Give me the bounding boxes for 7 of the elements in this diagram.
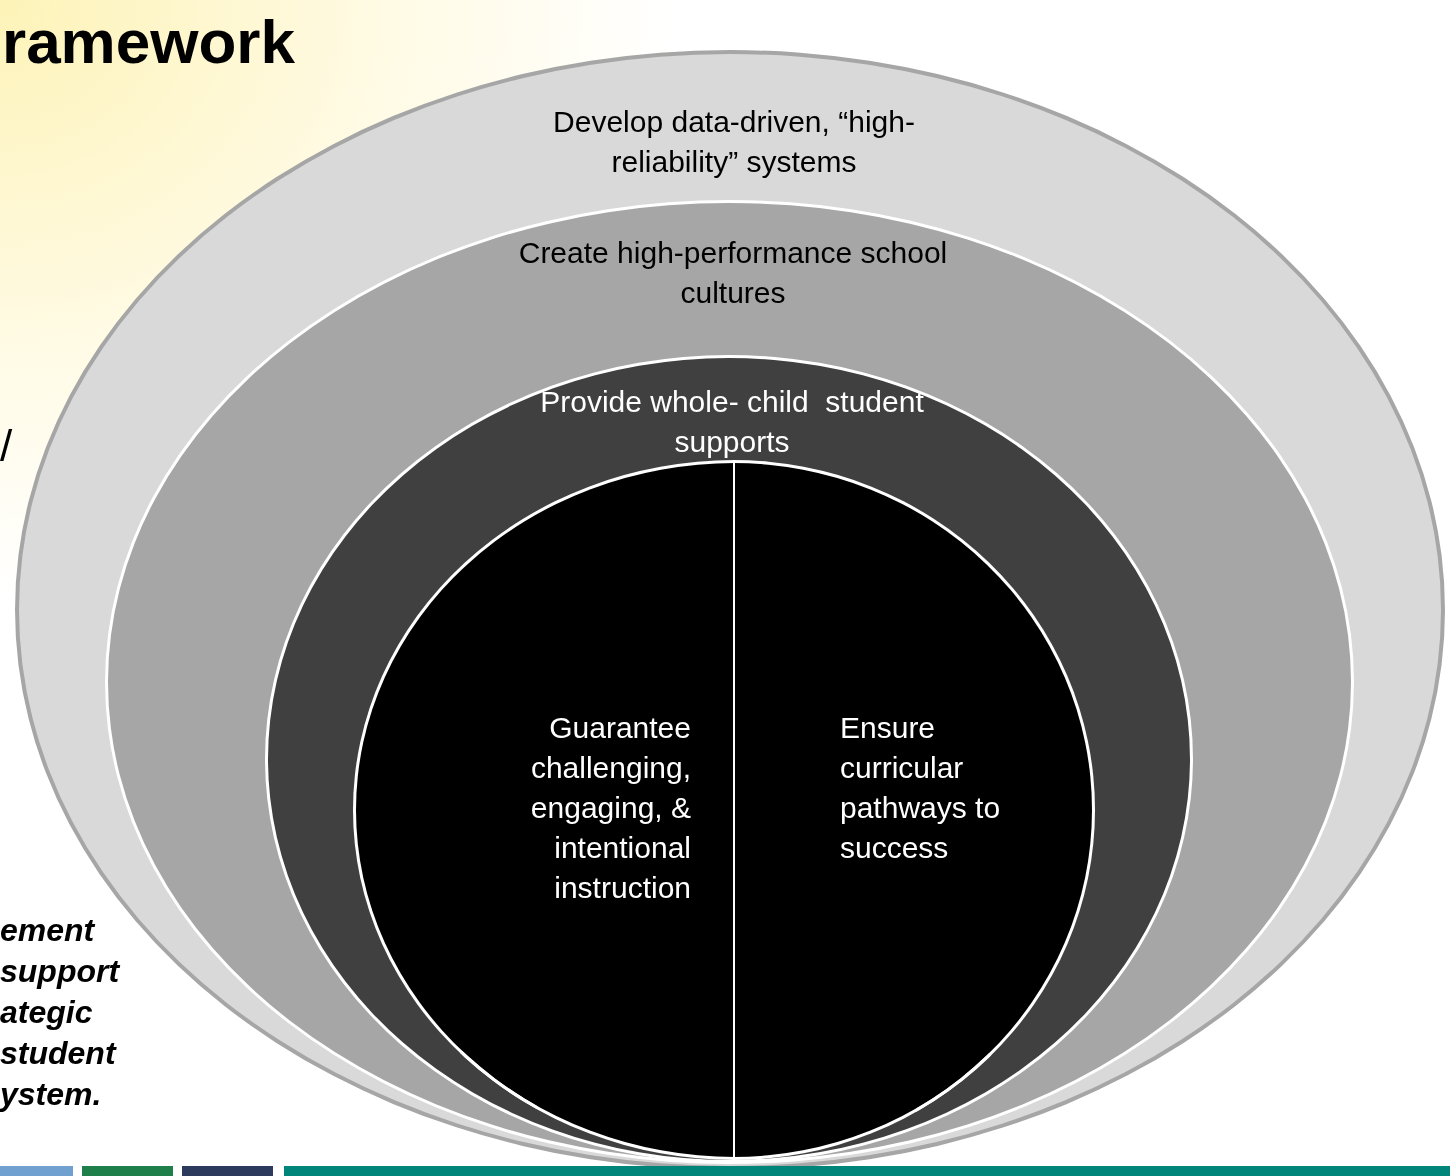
ring-label: Create high-performance school cultures xyxy=(517,235,949,311)
ring-label: Ensure curricular pathways to success xyxy=(840,710,1002,866)
ring-label: Guarantee challenging, engaging, & intentional instruction xyxy=(529,710,691,906)
ring-label: Develop data-driven, “high-reliability” systems xyxy=(552,104,916,180)
title: ramework xyxy=(2,6,295,78)
text-fragment: / xyxy=(0,420,13,472)
ring-label: Provide whole- child student supports xyxy=(539,384,925,460)
